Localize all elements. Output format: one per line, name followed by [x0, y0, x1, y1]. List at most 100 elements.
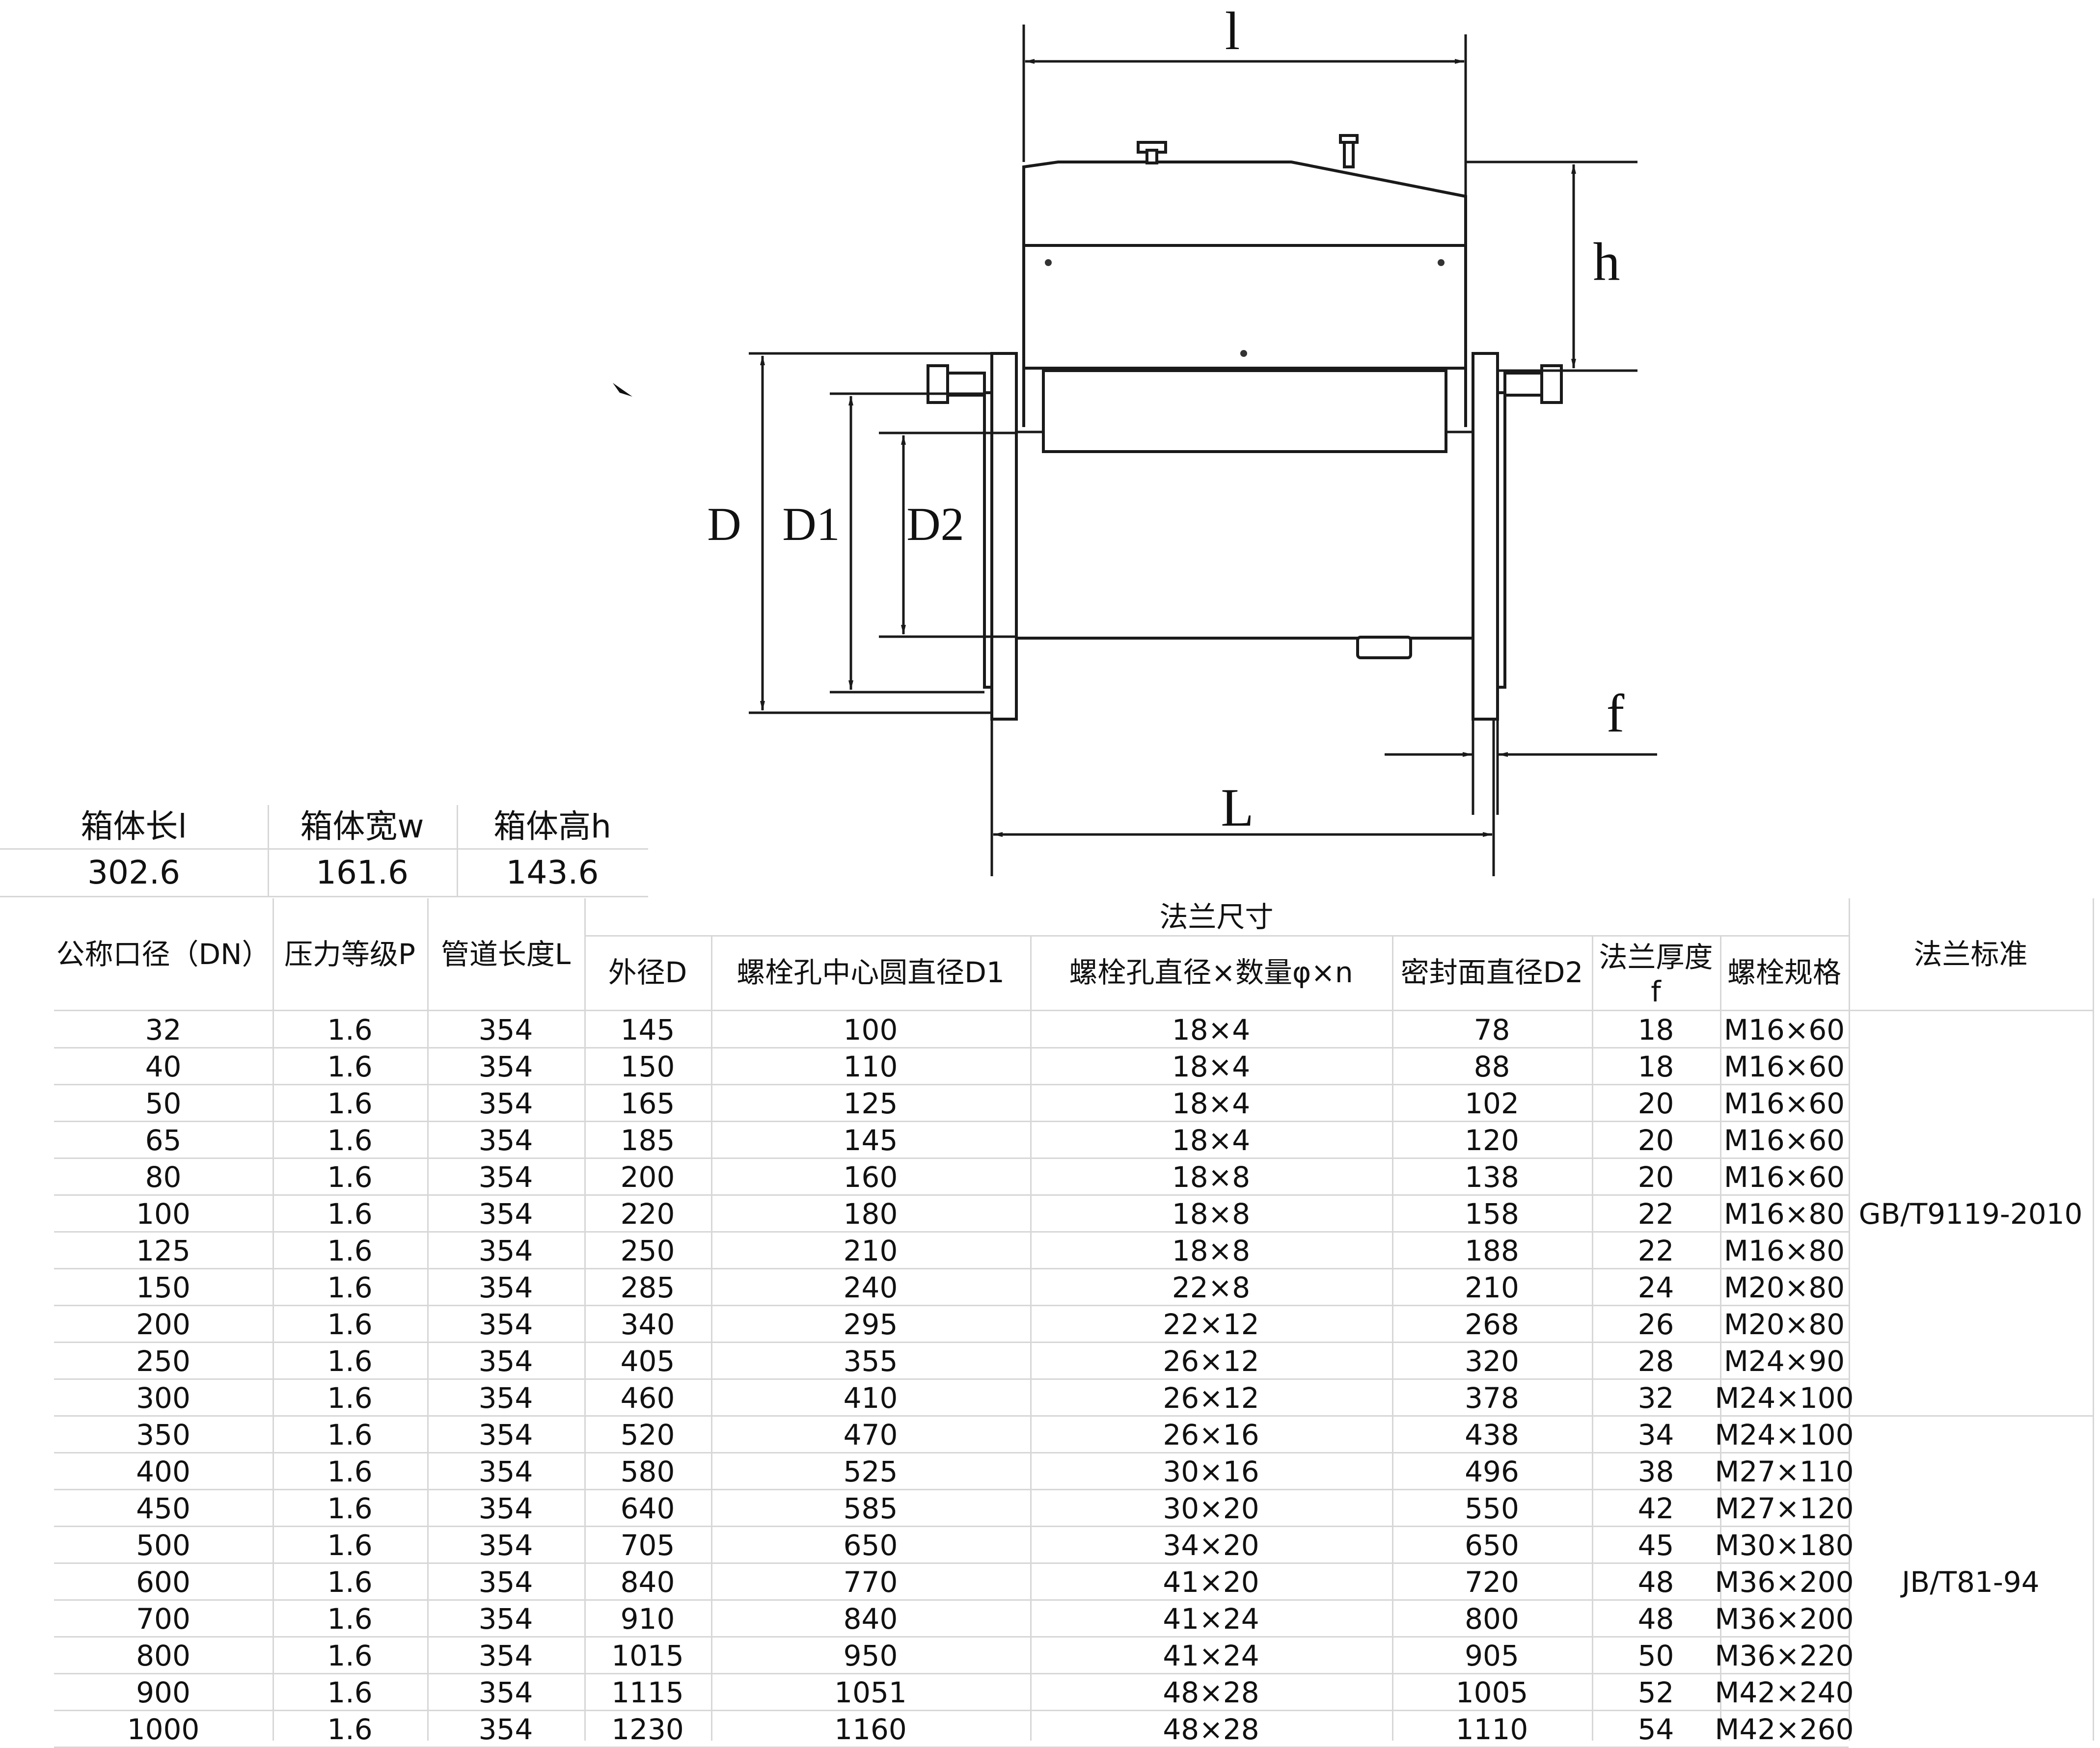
label-D2: D2: [906, 498, 964, 550]
table-cell: M16×60: [1723, 1160, 1845, 1194]
table-cell: 24: [1637, 1270, 1674, 1304]
table-cell: 900: [136, 1675, 191, 1709]
table-cell: 550: [1465, 1491, 1519, 1525]
table-cell: 650: [1465, 1528, 1519, 1562]
table-cell: 200: [620, 1160, 675, 1194]
table-cell: 18×4: [1172, 1049, 1251, 1083]
table-cell: 50: [1637, 1639, 1674, 1672]
table-cell: 600: [136, 1565, 191, 1599]
meter-body: [1015, 368, 1474, 659]
table-cell: 180: [843, 1197, 898, 1231]
box-length-header: 箱体长l: [81, 807, 187, 845]
table-cell: 840: [620, 1565, 675, 1599]
table-cell: 54: [1637, 1712, 1674, 1746]
table-cell: M42×240: [1715, 1675, 1854, 1709]
table-cell: 18×8: [1172, 1234, 1251, 1267]
table-cell: 45: [1637, 1528, 1674, 1562]
table-cell: 210: [843, 1234, 898, 1267]
table-cell: 18: [1637, 1013, 1674, 1047]
table-cell: 150: [136, 1270, 191, 1304]
table-cell: M20×80: [1723, 1307, 1845, 1341]
table-cell: 354: [478, 1197, 533, 1231]
table-cell: M16×80: [1723, 1197, 1845, 1231]
table-cell: 650: [843, 1528, 898, 1562]
table-cell: 48×28: [1163, 1675, 1259, 1709]
stray-mark: [613, 383, 632, 397]
table-cell: 210: [1465, 1270, 1519, 1304]
table-cell: 150: [620, 1049, 675, 1083]
table-cell: 438: [1465, 1418, 1519, 1452]
header-bolt-hole-count: 螺栓孔直径×数量φ×n: [1069, 956, 1353, 989]
header-flange-thickness-top: 法兰厚度: [1599, 941, 1713, 974]
header-bolt-circle-diameter: 螺栓孔中心圆直径D1: [736, 956, 1005, 989]
table-cell: M16×60: [1723, 1013, 1845, 1047]
table-cell: 145: [620, 1013, 675, 1047]
table-cell: 1230: [611, 1712, 684, 1746]
table-cell: 905: [1465, 1639, 1519, 1672]
table-cell: M42×260: [1715, 1712, 1854, 1746]
table-cell: 354: [478, 1491, 533, 1525]
table-cell: 30×20: [1163, 1491, 1259, 1525]
row-divider: [54, 1121, 1849, 1122]
table-cell: 720: [1465, 1565, 1519, 1599]
table-cell: 354: [478, 1675, 533, 1709]
table-cell: 1.6: [327, 1123, 373, 1157]
table-cell: 100: [136, 1197, 191, 1231]
table-cell: 295: [843, 1307, 898, 1341]
table-cell: 22×8: [1172, 1270, 1251, 1304]
table-cell: 65: [145, 1123, 182, 1157]
table-cell: 354: [478, 1381, 533, 1415]
table-cell: 22: [1637, 1197, 1674, 1231]
dimension-h: h: [1466, 161, 1637, 372]
header-nominal-diameter: 公称口径（DN）: [56, 937, 271, 971]
flange-standard-cell: GB/T9119-2010: [1858, 1197, 2083, 1231]
label-h: h: [1593, 232, 1620, 292]
table-cell: 26×12: [1163, 1344, 1259, 1378]
table-cell: M24×100: [1715, 1381, 1854, 1415]
label-L: L: [1221, 778, 1254, 837]
label-l: l: [1225, 1, 1240, 61]
table-cell: 48×28: [1163, 1712, 1259, 1746]
table-cell: 1.6: [327, 1565, 373, 1599]
table-cell: 1.6: [327, 1381, 373, 1415]
table-cell: 354: [478, 1344, 533, 1378]
table-cell: 400: [136, 1454, 191, 1488]
table-cell: 125: [136, 1234, 191, 1267]
box-height-value: 143.6: [506, 854, 599, 891]
table-cell: 220: [620, 1197, 675, 1231]
table-cell: 188: [1465, 1234, 1519, 1267]
table-cell: 268: [1465, 1307, 1519, 1341]
row-divider: [54, 1047, 1849, 1049]
table-cell: 500: [136, 1528, 191, 1562]
table-cell: 18×4: [1172, 1086, 1251, 1120]
row-divider: [54, 1378, 1849, 1380]
table-cell: 340: [620, 1307, 675, 1341]
table-cell: 41×24: [1163, 1602, 1259, 1636]
table-cell: 41×24: [1163, 1639, 1259, 1672]
table-cell: 1.6: [327, 1528, 373, 1562]
table-cell: 41×20: [1163, 1565, 1259, 1599]
table-cell: 840: [843, 1602, 898, 1636]
table-cell: 1110: [1455, 1712, 1528, 1746]
flowmeter-drawing: l h D D1 D2 f L: [613, 1, 1657, 876]
dimension-f: f: [1385, 683, 1657, 815]
box-width-value: 161.6: [316, 854, 409, 891]
row-divider: [54, 1268, 1849, 1269]
table-cell: 1.6: [327, 1049, 373, 1083]
table-cell: 18×8: [1172, 1160, 1251, 1194]
table-cell: M36×200: [1715, 1565, 1854, 1599]
table-cell: 32: [1637, 1381, 1674, 1415]
label-D1: D1: [782, 498, 840, 550]
table-cell: 354: [478, 1418, 533, 1452]
row-divider: [54, 1084, 1849, 1085]
table-cell: 1.6: [327, 1491, 373, 1525]
row-divider: [54, 1489, 1849, 1490]
table-cell: 42: [1637, 1491, 1674, 1525]
table-cell: 378: [1465, 1381, 1519, 1415]
table-cell: M16×60: [1723, 1123, 1845, 1157]
table-cell: 34×20: [1163, 1528, 1259, 1562]
table-cell: 950: [843, 1639, 898, 1672]
table-cell: 80: [145, 1160, 182, 1194]
table-cell: 800: [136, 1639, 191, 1672]
table-cell: 160: [843, 1160, 898, 1194]
